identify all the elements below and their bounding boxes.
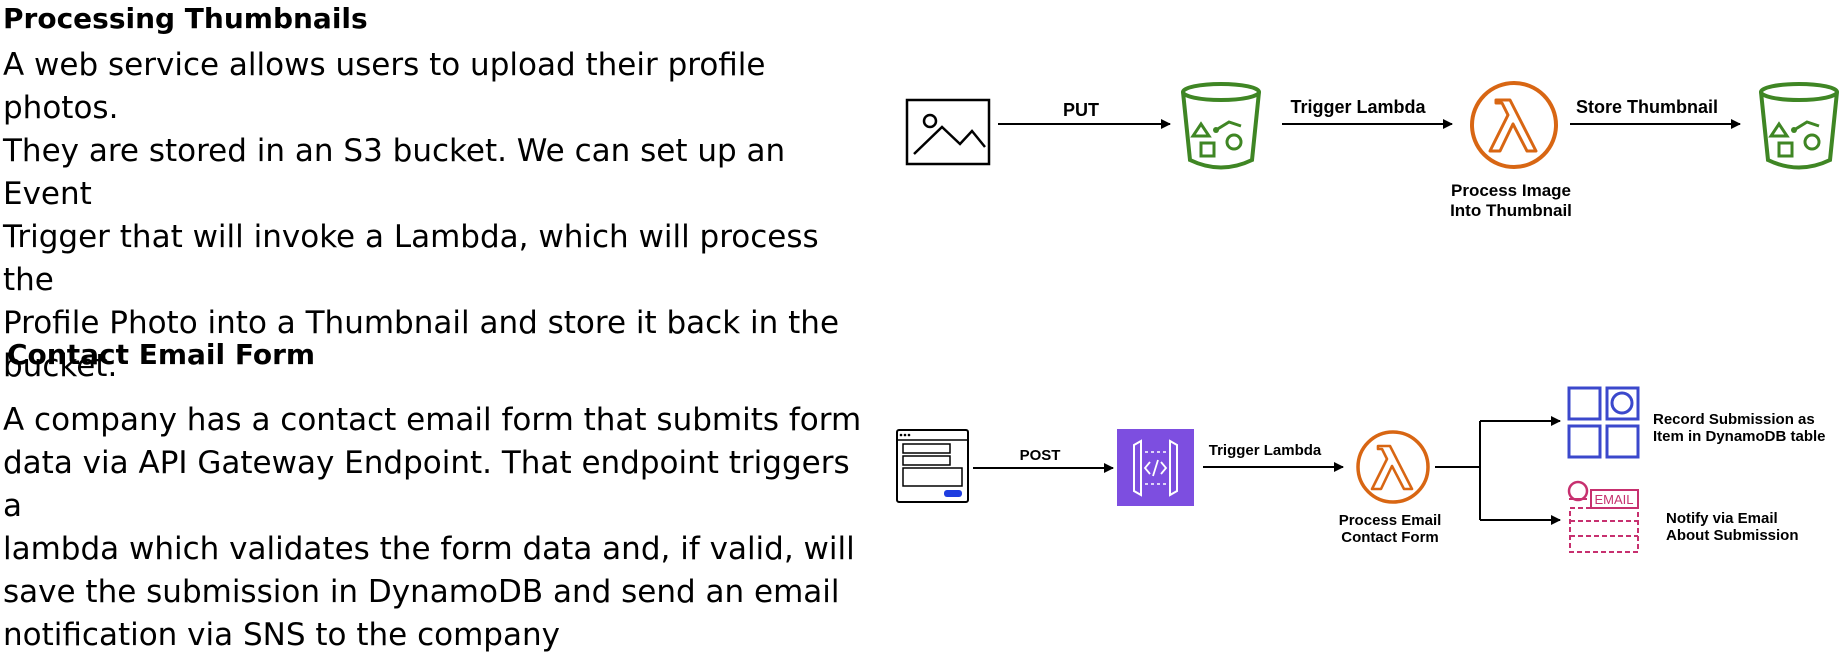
text-line: data via API Gateway Endpoint. That endp… [3, 445, 850, 524]
fan-out-connector [1435, 416, 1561, 525]
s3-bucket-icon [1759, 82, 1839, 170]
lambda-caption-line: Process Email [1339, 512, 1442, 529]
api-gateway-icon [1117, 429, 1194, 506]
text-line: A company has a contact email form that … [3, 402, 862, 438]
architecture-diagrams: PUT Trigger Lambda Process Image Into Th… [896, 81, 1839, 553]
lambda-icon [1356, 430, 1430, 504]
text-line: Profile Photo into a Thumbnail and store… [3, 305, 840, 341]
dynamodb-table-icon [1567, 386, 1640, 459]
text-line: They are stored in an S3 bucket. We can … [3, 133, 786, 212]
text-line: bucket. [3, 348, 118, 384]
edge-label-trigger-lambda: Trigger Lambda [1209, 442, 1322, 459]
sns-caption-line: Notify via Email [1666, 510, 1778, 527]
edge-label-post: POST [1020, 447, 1061, 464]
dynamodb-caption-line: Item in DynamoDB table [1653, 428, 1826, 445]
lambda-caption-line: Process Image [1451, 181, 1571, 200]
email-badge: EMAIL [1594, 492, 1633, 507]
text-line: Trigger that will invoke a Lambda, which… [3, 219, 819, 298]
section-heading-thumbnails: Processing Thumbnails [3, 2, 368, 35]
text-line: lambda which validates the form data and… [3, 531, 855, 567]
sns-caption-line: About Submission [1666, 527, 1799, 544]
text-line: save the submission in DynamoDB and send… [3, 574, 840, 610]
section-heading-contact-form: Contact Email Form [7, 338, 316, 371]
text-line: A web service allows users to upload the… [3, 47, 766, 126]
dynamodb-caption-line: Record Submission as [1653, 411, 1815, 428]
s3-bucket-icon [1181, 82, 1261, 170]
edge-label-trigger-lambda: Trigger Lambda [1290, 97, 1426, 117]
lambda-caption-line: Into Thumbnail [1450, 201, 1572, 220]
sns-email-icon: EMAIL [1567, 480, 1639, 553]
edge-label-store-thumbnail: Store Thumbnail [1576, 97, 1718, 117]
edge-label-put: PUT [1063, 100, 1099, 120]
web-form-icon [896, 429, 969, 503]
lambda-icon [1470, 81, 1558, 169]
lambda-caption-line: Contact Form [1341, 529, 1439, 546]
image-file-icon [905, 98, 991, 166]
contact-form-description: A company has a contact email form that … [3, 399, 863, 657]
thumbnails-description: A web service allows users to upload the… [3, 44, 863, 388]
